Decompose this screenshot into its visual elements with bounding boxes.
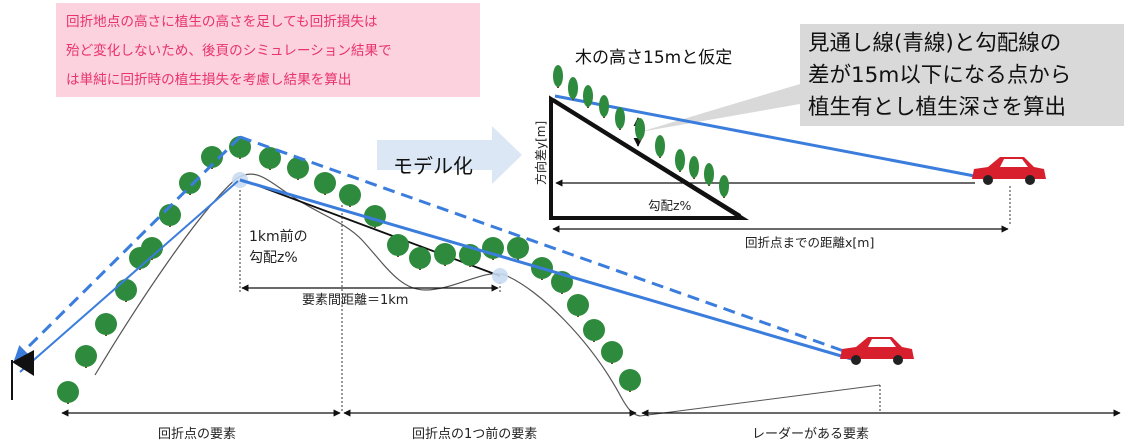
dashed-sight-left <box>13 135 242 362</box>
model-car-icon <box>972 157 1046 185</box>
note-box: 回折地点の高さに植生の高さを足しても回折損失は 殆ど変化しないため、後頁のシミュ… <box>56 3 480 97</box>
tree-icon <box>434 243 456 266</box>
tree-icon <box>141 237 163 260</box>
tree-icon <box>615 107 625 130</box>
tree-icon <box>719 175 729 198</box>
tree-icon <box>75 345 97 368</box>
element-distance-label: 要素間距離＝1km <box>302 293 408 308</box>
tree-icon <box>568 77 578 100</box>
tree-icon <box>387 234 409 257</box>
tree-icon <box>601 341 623 364</box>
model-distance-label: 回折点までの距離x[m] <box>745 235 874 250</box>
model-arrow-label: モデル化 <box>393 154 473 178</box>
tree-icon <box>95 313 117 336</box>
bottom-label-radar: レーダーがある要素 <box>752 427 869 442</box>
tree-icon <box>599 95 609 118</box>
diffraction-point-right <box>492 268 508 284</box>
tree-icon <box>115 279 137 302</box>
tree-icon <box>635 118 645 141</box>
note-line-2: 殆ど変化しないため、後頁のシミュレーション結果で <box>66 43 392 59</box>
tree-icon <box>553 65 563 88</box>
bottom-label-previous: 回折点の1つ前の要素 <box>412 426 537 442</box>
tree-icon <box>179 172 201 195</box>
flag-icon <box>11 350 34 400</box>
tree-icon <box>583 85 593 108</box>
tree-icon <box>339 184 361 207</box>
tree-icon <box>507 237 529 260</box>
tree-icon <box>409 247 431 270</box>
solid-sight-right <box>239 178 856 362</box>
tree-icon <box>675 149 685 172</box>
tree-icon <box>259 147 281 170</box>
tree-icon <box>159 204 181 227</box>
solid-sight-left <box>19 180 239 373</box>
tree-icon <box>619 369 641 392</box>
note-line-3: は単純に回折時の植生損失を考慮し結果を算出 <box>66 72 352 88</box>
model-y-axis-label: 方向差y[m] <box>533 121 548 185</box>
model-slope-label: 勾配z% <box>648 198 692 213</box>
tree-icon <box>583 319 605 342</box>
ground-to-radar <box>639 384 881 417</box>
tree-icon <box>57 381 79 404</box>
model-arrow-icon <box>377 126 522 184</box>
model-slope-line <box>551 98 742 218</box>
tree-icon <box>287 157 309 180</box>
bottom-label-diffraction: 回折点の要素 <box>158 427 236 442</box>
tree-icon <box>314 172 336 195</box>
tree-icon <box>567 294 589 317</box>
dashed-sight-right <box>239 135 856 357</box>
tree-icon <box>655 135 665 158</box>
tree-icon <box>704 163 714 186</box>
note-line-1: 回折地点の高さに植生の高さを足しても回折損失は <box>66 14 378 30</box>
gradient-label-line2: 勾配z% <box>249 250 298 266</box>
model-trees <box>553 65 729 198</box>
gradient-label-line1: 1km前の <box>249 228 308 245</box>
callout-text: 見通し線(青線)と勾配線の 差が15m以下になる点から 植生有とし植生深さを算出 <box>808 28 1128 124</box>
terrain-ground <box>94 173 641 417</box>
tree-icon <box>689 156 699 179</box>
model-sight-line <box>554 94 986 180</box>
callout-line-3: 植生有とし植生深さを算出 <box>808 95 1067 120</box>
callout-line-2: 差が15m以下になる点から <box>808 63 1072 88</box>
gradient-line <box>239 178 501 277</box>
callout-box <box>640 24 1124 132</box>
tree-height-title: 木の高さ15mと仮定 <box>575 48 733 68</box>
callout-line-1: 見通し線(青線)と勾配線の <box>808 31 1062 56</box>
car-icon <box>840 337 914 365</box>
